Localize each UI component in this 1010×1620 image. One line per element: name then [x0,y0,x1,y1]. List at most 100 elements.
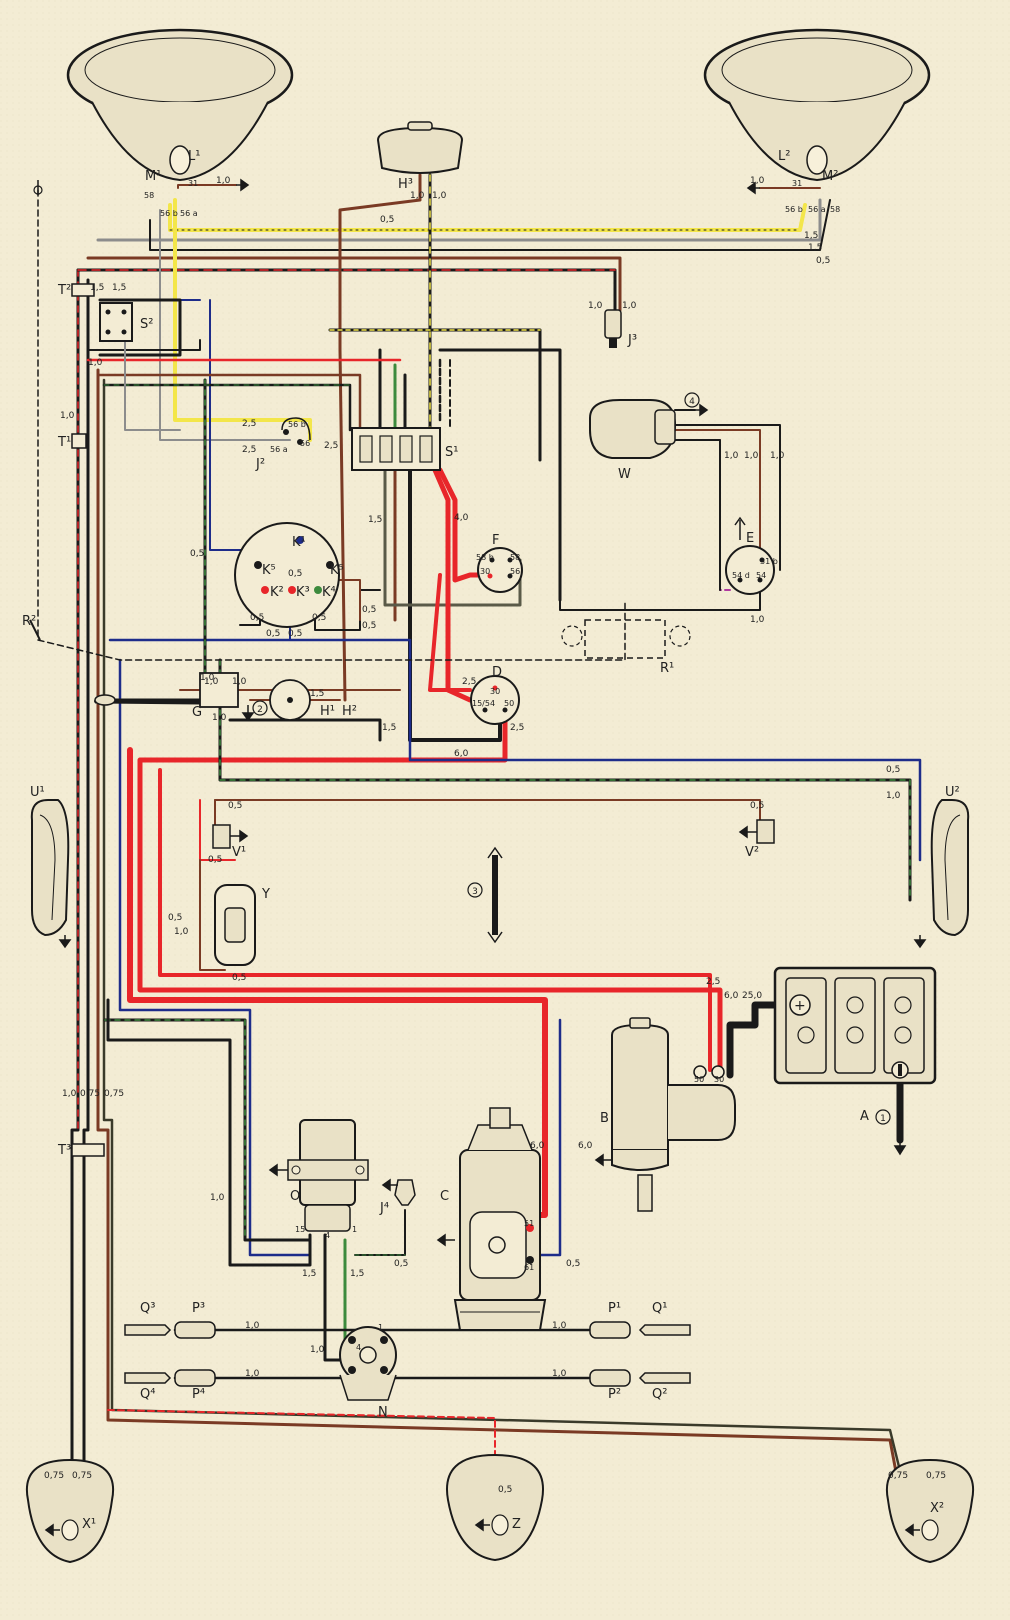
size-s36: 1,5 [310,689,324,699]
ground-arrow-z [474,1518,490,1532]
callout-2-circle [252,700,268,716]
size-s55: 1,5 [302,1269,316,1279]
size-s40: 2,5 [510,723,524,733]
size-s44: 0,5 [750,801,764,811]
label-q3: Q³ [140,1301,155,1316]
term-d-15-54: 15/54 [472,699,495,708]
spark-plug-q3 [124,1324,172,1336]
rear-lamp-x1 [25,1458,115,1564]
wire-harness [37,173,922,1532]
label-k2: K² [270,585,284,600]
size-s60: 1,0 [552,1321,567,1331]
turn-lamp-v1 [212,824,231,849]
label-u1: U¹ [30,785,45,800]
label-d: D [492,665,502,680]
wire-turn-signal [214,799,761,821]
label-q4: Q⁴ [140,1387,155,1402]
term-f-56: 56 [510,567,520,576]
horn-h3 [376,121,464,174]
size-s11: 1,0 [588,301,603,311]
size-s54: 0,5 [566,1259,580,1269]
wire-top-3 [149,199,831,251]
size-s26: 0,5 [288,569,302,579]
size-s56: 1,5 [350,1269,364,1279]
size-s25: 0,5 [190,549,204,559]
wire-fuse-to-f-grey [383,468,522,607]
label-v2: V² [745,845,759,860]
size-s66: 0,75 [104,1089,124,1099]
wire-top-yellow [168,203,807,232]
term-n-1: 1 [378,1323,383,1332]
wire-trunk-left-4 [102,378,914,1522]
term-e-54d: 54 d [732,571,750,580]
term-l2-56a: 56 a [808,205,826,214]
ground-arrow-b [594,1153,612,1167]
wire-trunk-left-1 [70,268,80,1532]
size-s28: 0,5 [266,629,280,639]
battery-a: + [773,966,937,1085]
wire-red-4-0 [432,467,473,703]
label-k5-left: K⁵ [262,563,276,578]
wire-dash-3 [228,718,382,742]
rear-lamp-x2 [885,1458,975,1564]
plug-connector-p2 [589,1369,631,1387]
item-3-bar [487,846,503,944]
size-s35: 1,0 [212,713,227,723]
size-s46: 0,5 [168,913,182,923]
size-s23: 4,0 [454,513,469,523]
component-labels: L¹ L² M¹ M² H³ T² T¹ T³ S² S¹ J² J³ J⁴ W… [22,149,960,1532]
term-f-58: 58 [510,553,520,562]
label-g: G [192,705,202,720]
label-n: N [378,1405,388,1420]
turn-lamp-v2 [756,819,775,844]
wire-blue-generator [533,1018,562,1257]
label-f: F [492,533,499,548]
size-s19: 1,0 [744,451,759,461]
wire-radio-dashed [37,189,626,661]
label-t2: T² [57,283,71,298]
label-x2: X² [930,1501,944,1516]
term-d-50: 50 [504,699,514,708]
wire-red-to-f [437,467,493,583]
wire-e-to-harness [559,589,761,611]
size-s45: 0,5 [208,855,222,865]
wire-k5 [329,579,361,621]
connector-t3 [71,1143,105,1157]
ground-arrow-g [241,705,255,722]
size-s61: 1,0 [552,1369,567,1379]
size-s33: 1,0 [204,677,219,687]
ignition-switch-d [470,675,520,725]
size-s2: 1,0 [410,191,425,201]
wire-red-loop [428,573,472,692]
label-w: W [618,467,631,482]
size-s59: 1,0 [245,1369,260,1379]
size-s30: 0,5 [312,613,326,623]
size-s22: 1,5 [368,515,382,525]
dimmer-switch-s2 [99,302,133,342]
size-s67: 0,75 [44,1471,64,1481]
term-e-31b: 31 b [760,557,778,566]
radio-r1 [561,619,691,659]
spark-plug-q4 [124,1372,172,1384]
wire-s2-loop [98,298,182,357]
size-s39: 6,0 [454,749,469,759]
term-f-58b: 58 b [476,553,494,562]
oil-pressure-switch-j4 [394,1179,416,1206]
term-f-30: 30 [480,567,490,576]
label-h2: H² [342,704,357,719]
circled-callouts: 1 2 3 4 [252,392,891,1125]
ground-arrow-v2 [738,825,757,839]
callout-4-circle [684,392,700,408]
ground-arrow-l2 [746,181,760,195]
spark-plug-q2 [638,1372,691,1384]
size-s68: 0,75 [72,1471,92,1481]
label-h1: H¹ [320,704,335,719]
size-s48: 0,5 [232,973,246,983]
wire-size-labels: 1,0 1,0 1,0 1,0 0,5 1,5 1,5 0,5 1,5 1,5 … [44,176,946,1495]
speedometer-cluster-k [234,522,340,628]
label-r1: R¹ [660,661,674,676]
tail-lamp-right-u2 [930,799,970,937]
ignition-coil-o [287,1119,369,1232]
wire-l1-ground [177,184,237,189]
label-q1: Q¹ [652,1301,667,1316]
